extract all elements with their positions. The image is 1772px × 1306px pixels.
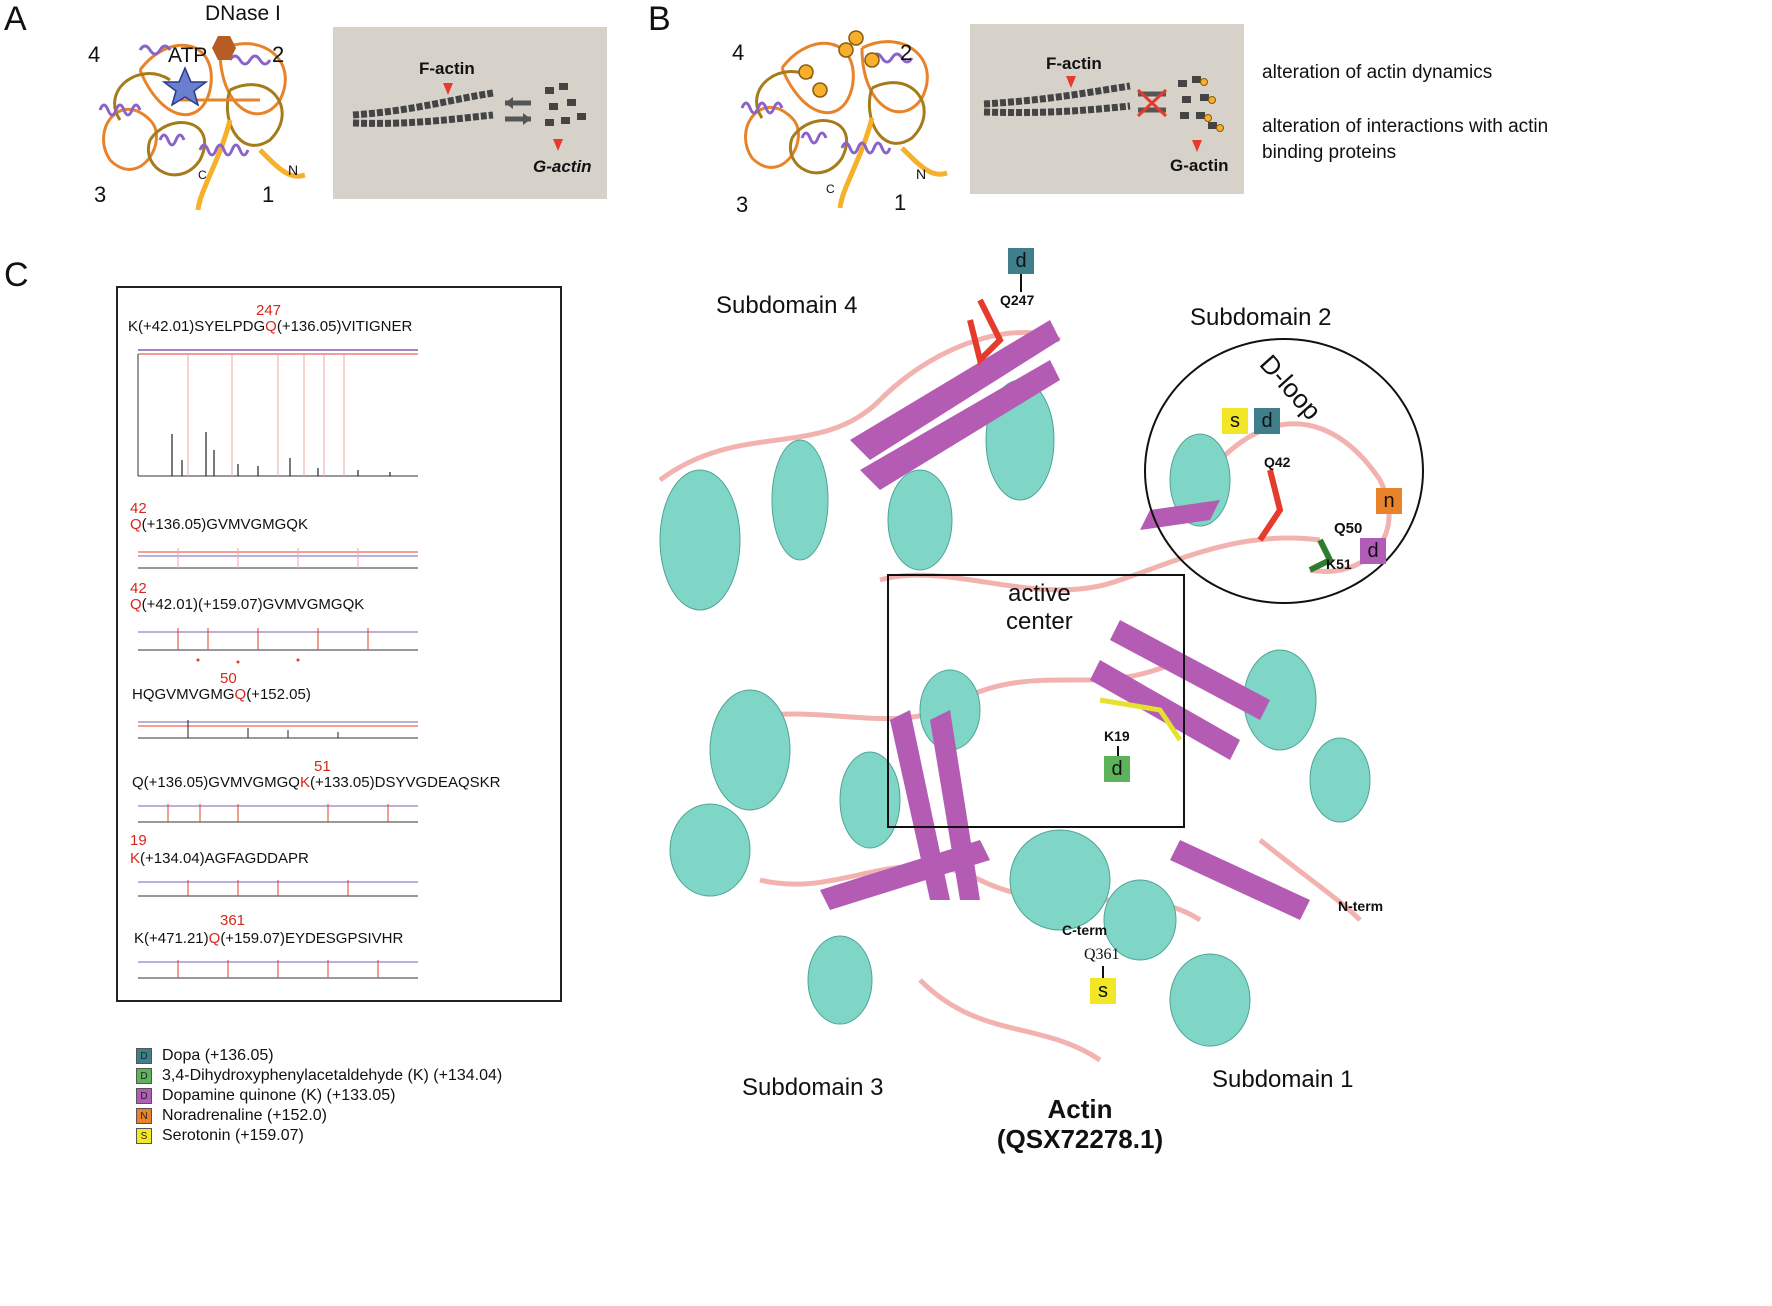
- active-center-box: [887, 574, 1185, 828]
- legend-item: D 3,4-Dihydroxyphenylacetaldehyde (K) (+…: [136, 1066, 502, 1086]
- site-q247: Q247: [1000, 292, 1035, 308]
- legend-swatch: D: [136, 1048, 152, 1064]
- tag-q50-noradrenaline: n: [1376, 488, 1402, 514]
- legend-label: Dopamine quinone (K) (+133.05): [162, 1087, 396, 1104]
- d-loop-circle: [1144, 338, 1424, 604]
- ms-spectrum: [137, 349, 418, 477]
- tick-q247: [1020, 274, 1022, 292]
- legend-label: 3,4-Dihydroxyphenylacetaldehyde (K) (+13…: [162, 1067, 503, 1084]
- n-terminus-label: N: [288, 162, 299, 178]
- peptide-sequence: K(+134.04)AGFAGDDAPR: [130, 850, 309, 867]
- actin-dynamics-box-a: F-actin G-actin: [333, 27, 607, 199]
- site-q42: Q42: [1264, 454, 1291, 470]
- subdomain-number-2-b: 2: [900, 40, 913, 65]
- tag-q361-serotonin: s: [1090, 978, 1116, 1004]
- panel-c-letter: C: [4, 256, 29, 294]
- legend-item: D Dopa (+136.05): [136, 1046, 502, 1066]
- legend-swatch: S: [136, 1128, 152, 1144]
- tag-q42-serotonin: s: [1222, 408, 1248, 434]
- peptide-sequence: Q(+136.05)GVMVGMGQK(+133.05)DSYVGDEAQSKR: [132, 774, 501, 791]
- subdomain-number-4-b: 4: [732, 40, 745, 65]
- dnase-label: DNase I: [205, 2, 281, 25]
- ms-spectrum: [138, 548, 418, 569]
- peptide-sequence: K(+471.21)Q(+159.07)EYDESGPSIVHR: [134, 930, 404, 947]
- atp-label: ATP: [168, 44, 208, 67]
- peptide-sequence: Q(+136.05)GVMVGMGQK: [130, 516, 308, 533]
- structure-title: Actin (QSX72278.1): [996, 1094, 1164, 1154]
- c-terminus-label: C: [198, 168, 207, 182]
- note-binding-proteins: binding proteins: [1262, 142, 1397, 163]
- note-interactions: alteration of interactions with actin: [1262, 116, 1549, 137]
- site-number: 247: [256, 302, 282, 319]
- subdomain-3-label: Subdomain 3: [742, 1074, 884, 1101]
- actin-dynamics-box-b: F-actin G-actin: [970, 24, 1244, 194]
- legend-item: D Dopamine quinone (K) (+133.05): [136, 1086, 502, 1106]
- tag-q42-dopa: d: [1254, 408, 1280, 434]
- site-k51: K51: [1326, 556, 1352, 572]
- site-k19: K19: [1104, 728, 1130, 744]
- subdomain-number-4: 4: [88, 42, 101, 67]
- site-number: 19: [130, 832, 147, 849]
- subdomain-number-2: 2: [272, 42, 285, 67]
- peptide-sequence: K(+42.01)SYELPDGQ(+136.05)VITIGNER: [128, 318, 413, 335]
- subdomain-number-1-b: 1: [894, 190, 907, 215]
- tick-k19: [1117, 746, 1119, 758]
- site-number: 50: [220, 670, 237, 687]
- legend-item: N Noradrenaline (+152.0): [136, 1106, 502, 1126]
- site-q361: Q361: [1084, 946, 1120, 963]
- subdomain-number-3-b: 3: [736, 192, 749, 217]
- legend-label: Dopa (+136.05): [162, 1047, 274, 1064]
- ms-spectrum: [138, 628, 418, 664]
- site-n-term: N-term: [1338, 898, 1384, 914]
- panel-a-letter: A: [4, 0, 27, 38]
- tag-q247-dopa: d: [1008, 248, 1034, 274]
- site-c-term: C-term: [1062, 922, 1108, 938]
- actin-cartoon-b: [740, 30, 948, 209]
- subdomain-4-label: Subdomain 4: [716, 292, 858, 319]
- site-q50: Q50: [1334, 520, 1363, 537]
- legend-label: Noradrenaline (+152.0): [162, 1107, 327, 1124]
- site-number: 42: [130, 580, 147, 597]
- legend-item: S Serotonin (+159.07): [136, 1126, 502, 1146]
- panel-b-letter: B: [648, 0, 671, 38]
- peptide-sequence: Q(+42.01)(+159.07)GVMVGMGQK: [130, 596, 365, 613]
- actin-structure-ribbon: [658, 298, 1392, 1063]
- c-terminus-label-b: C: [826, 182, 835, 196]
- g-actin-label-b: G-actin: [1170, 156, 1229, 175]
- filament-diagram-b: [983, 76, 1224, 152]
- g-actin-label-a: G-actin: [533, 157, 592, 176]
- f-actin-label-a: F-actin: [419, 59, 475, 78]
- site-number: 51: [314, 758, 331, 775]
- spectra-box: [116, 286, 562, 1002]
- modification-legend: D Dopa (+136.05) D 3,4-Dihydroxyphenylac…: [136, 1046, 502, 1146]
- active-center-label: active center: [1006, 580, 1073, 635]
- n-terminus-label-b: N: [916, 166, 927, 182]
- subdomain-number-1: 1: [262, 182, 275, 207]
- ms-spectrum: [138, 960, 418, 979]
- note-actin-dynamics: alteration of actin dynamics: [1262, 62, 1493, 83]
- site-number: 361: [220, 912, 246, 929]
- tick-q361: [1102, 966, 1104, 980]
- tag-k51-quinone: d: [1360, 538, 1386, 564]
- ms-spectrum: [138, 804, 418, 823]
- actin-cartoon-a: [98, 36, 306, 211]
- legend-swatch: D: [136, 1068, 152, 1084]
- legend-swatch: D: [136, 1088, 152, 1104]
- f-actin-label-b: F-actin: [1046, 54, 1102, 73]
- legend-label: Serotonin (+159.07): [162, 1127, 304, 1144]
- tag-k19-dopal: d: [1104, 756, 1130, 782]
- site-number: 42: [130, 500, 147, 517]
- peptide-sequence: HQGVMVGMGQ(+152.05): [132, 686, 311, 703]
- subdomain-1-label: Subdomain 1: [1212, 1066, 1354, 1093]
- legend-swatch: N: [136, 1108, 152, 1124]
- ms-spectrum: [138, 880, 418, 897]
- subdomain-number-3: 3: [94, 182, 107, 207]
- ms-spectrum: [138, 720, 418, 739]
- filament-diagram-a: [352, 83, 586, 151]
- subdomain-2-label: Subdomain 2: [1190, 304, 1332, 331]
